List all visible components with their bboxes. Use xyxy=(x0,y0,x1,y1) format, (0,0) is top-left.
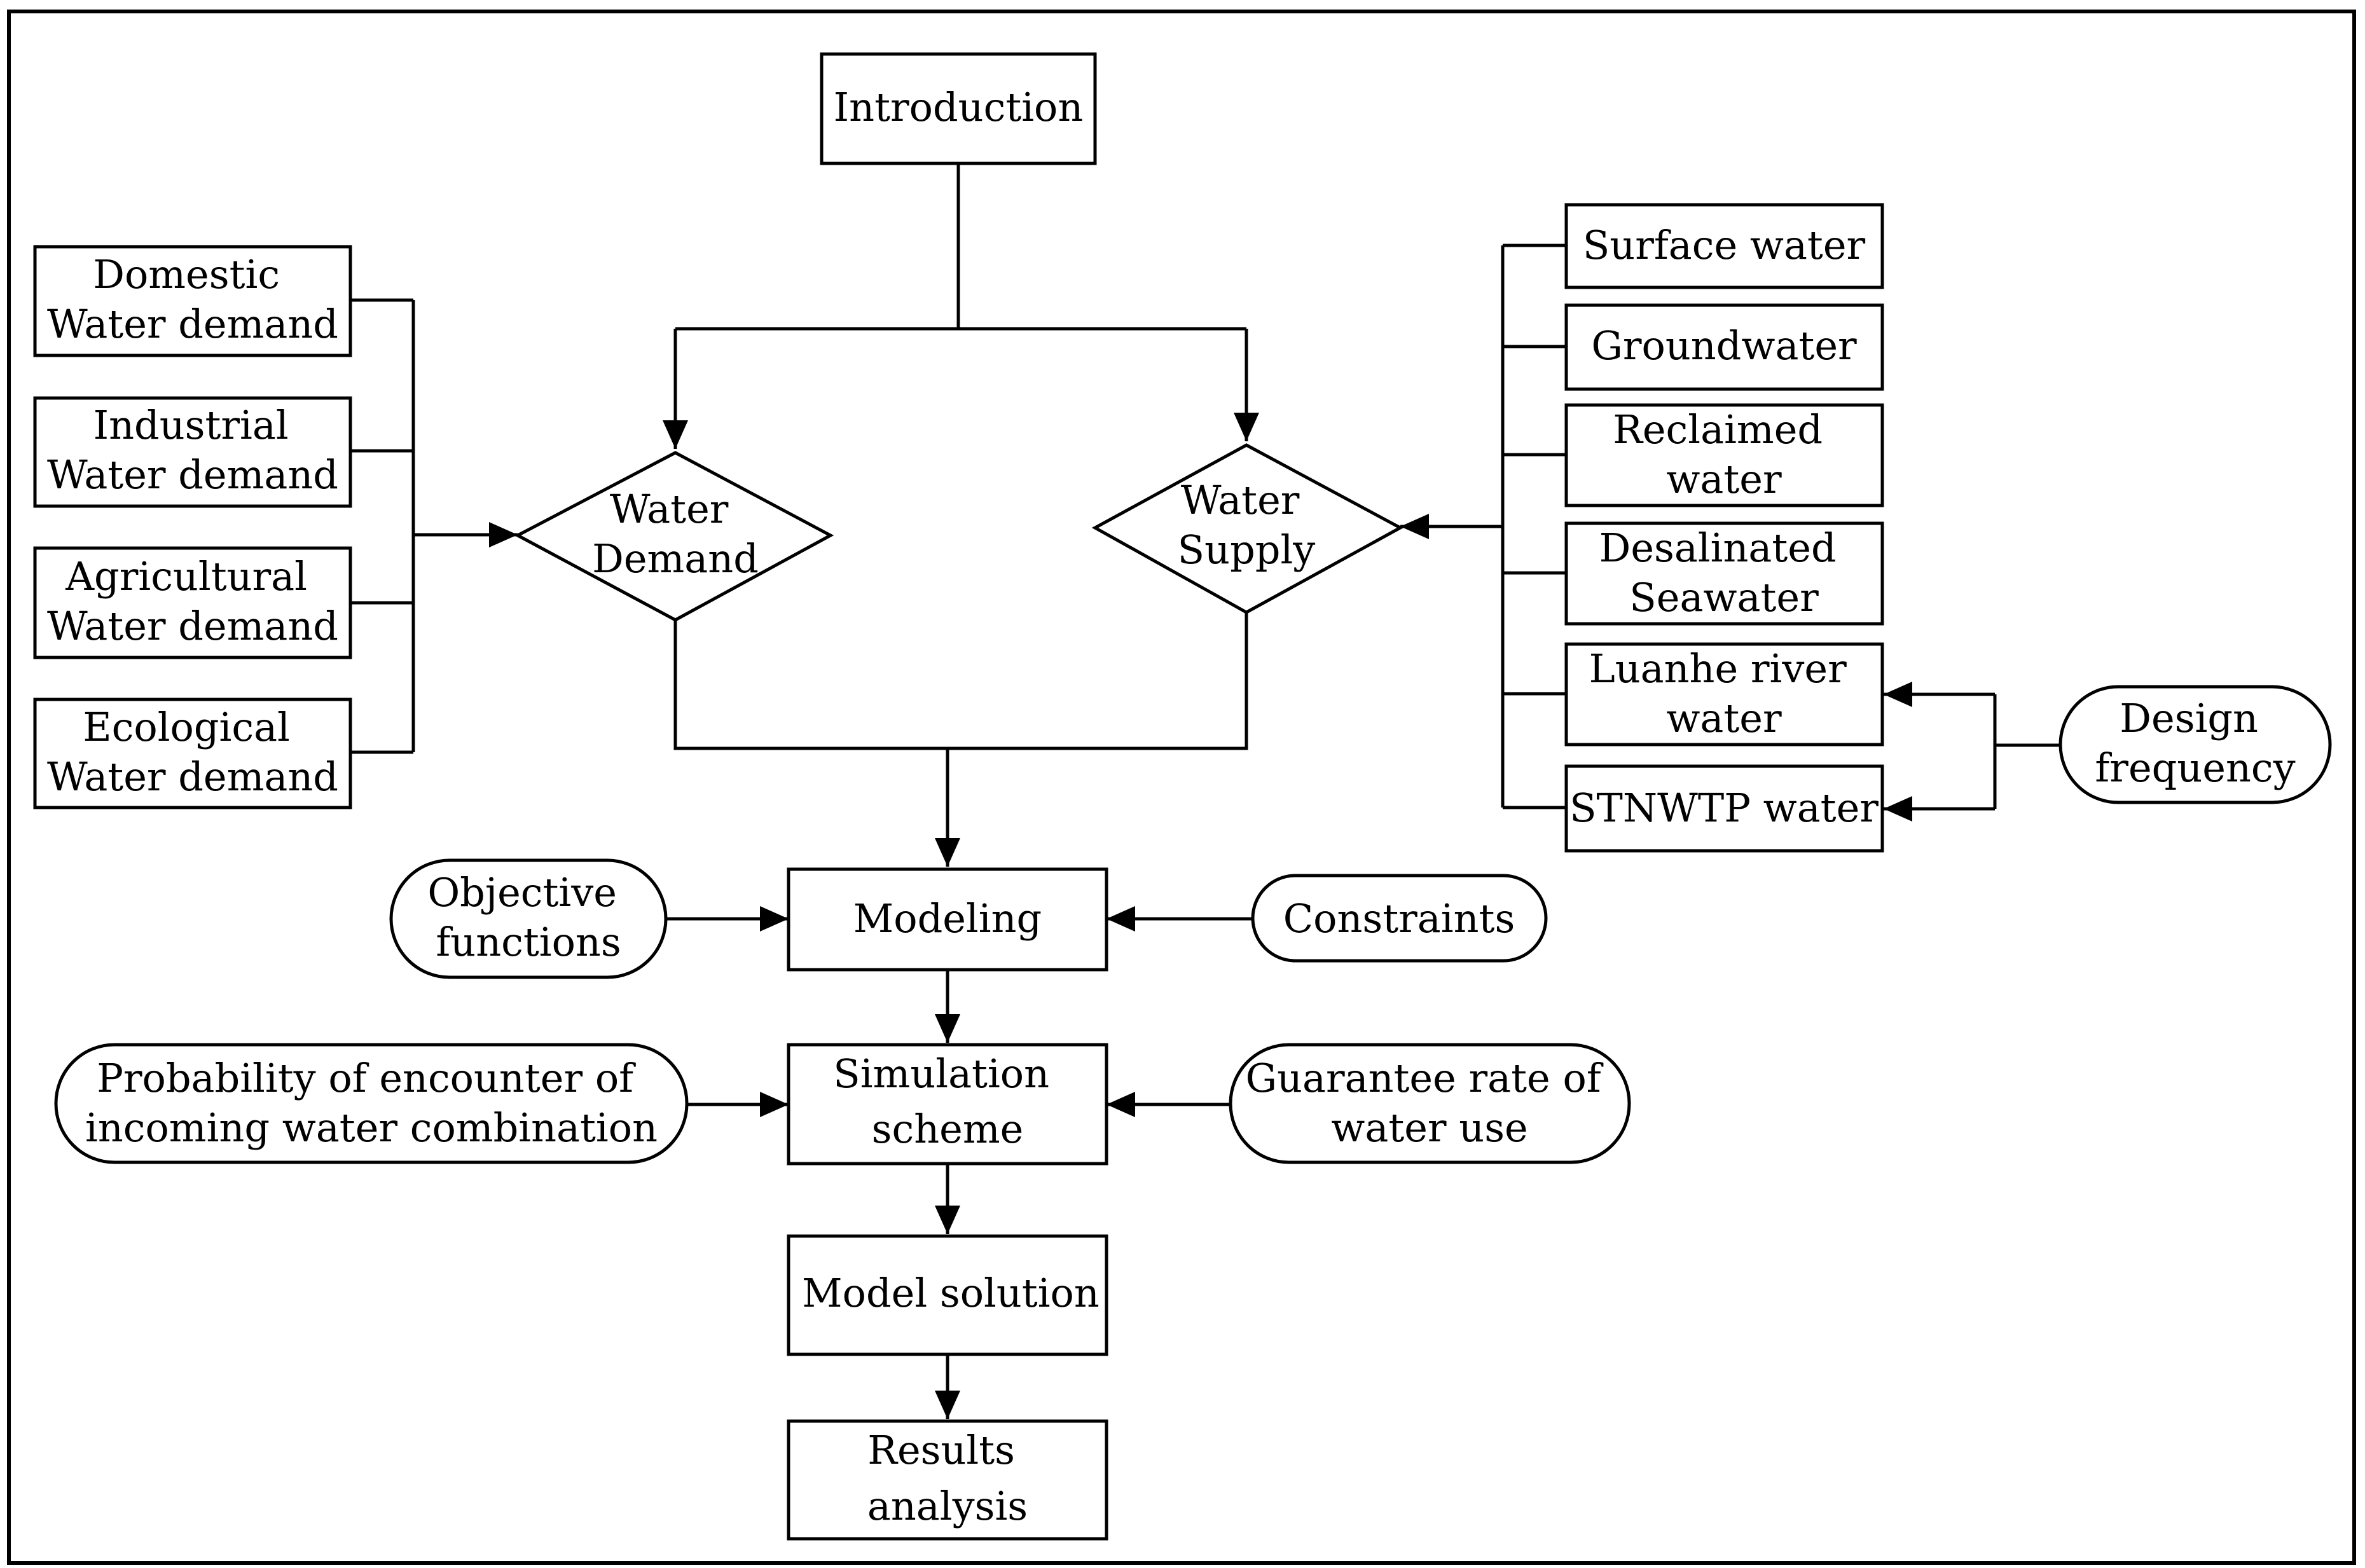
node-reclaimed-water-label: Reclaimed water xyxy=(1613,406,1835,502)
node-ecological-label: Ecological Water demand xyxy=(47,704,338,800)
node-design-frequency-label: Design frequency xyxy=(2095,695,2295,791)
connector-demand-bracket xyxy=(350,298,415,754)
node-surface-water: Surface water xyxy=(1564,203,1884,289)
node-probability-of-encounter-label: Probability of encounter of incoming wat… xyxy=(85,1055,658,1151)
node-guarantee-rate-label: Guarantee rate of water use xyxy=(1246,1055,1614,1151)
node-constraints: Constraints xyxy=(1251,874,1548,963)
node-probability-of-encounter: Probability of encounter of incoming wat… xyxy=(54,1043,689,1164)
node-design-frequency: Design frequency xyxy=(2058,685,2332,804)
connector-design-frequency xyxy=(1993,694,2060,809)
node-modeling: Modeling xyxy=(787,867,1108,972)
node-reclaimed-water: Reclaimed water xyxy=(1564,403,1884,507)
node-water-demand: Water Demand xyxy=(514,451,834,622)
node-desalinated-seawater-label: Desalinated Seawater xyxy=(1599,525,1849,621)
connector-supply-bracket xyxy=(1501,244,1566,809)
connector-introduction-split xyxy=(675,163,1246,331)
node-ecological-water-demand: Ecological Water demand xyxy=(33,698,352,809)
node-guarantee-rate: Guarantee rate of water use xyxy=(1229,1043,1631,1164)
node-constraints-label: Constraints xyxy=(1283,895,1515,942)
node-simulation-scheme-label: Simulation scheme xyxy=(833,1050,1062,1152)
node-water-demand-label: Water Demand xyxy=(592,486,759,582)
node-objective-functions-label: Objective functions xyxy=(427,869,629,965)
node-model-solution-label: Model solution xyxy=(802,1270,1100,1316)
node-luanhe-river-water: Luanhe river water xyxy=(1564,642,1884,746)
node-results-analysis-label: Results analysis xyxy=(867,1427,1028,1529)
node-stnwtp-water: STNWTP water xyxy=(1564,764,1884,853)
node-agricultural-water-demand: Agricultural Water demand xyxy=(33,546,352,659)
node-water-supply-label: Water Supply xyxy=(1178,477,1316,573)
node-groundwater-label: Groundwater xyxy=(1591,322,1857,369)
node-domestic-water-demand: Domestic Water demand xyxy=(33,245,352,357)
node-modeling-label: Modeling xyxy=(853,895,1042,942)
node-introduction: Introduction xyxy=(820,52,1097,165)
diagram-frame xyxy=(7,10,2356,1565)
connector-demand-supply-merge xyxy=(673,612,1248,750)
node-groundwater: Groundwater xyxy=(1564,303,1884,391)
node-model-solution: Model solution xyxy=(787,1234,1108,1356)
node-stnwtp-water-label: STNWTP water xyxy=(1569,785,1879,831)
node-introduction-label: Introduction xyxy=(834,84,1084,130)
node-industrial-water-demand: Industrial Water demand xyxy=(33,396,352,508)
node-surface-water-label: Surface water xyxy=(1583,222,1866,268)
node-results-analysis: Results analysis xyxy=(787,1419,1108,1541)
node-simulation-scheme: Simulation scheme xyxy=(787,1043,1108,1166)
node-domestic-label: Domestic Water demand xyxy=(47,251,338,347)
node-luanhe-river-water-label: Luanhe river water xyxy=(1589,645,1859,741)
node-objective-functions: Objective functions xyxy=(389,858,668,979)
node-desalinated-seawater: Desalinated Seawater xyxy=(1564,521,1884,626)
node-industrial-label: Industrial Water demand xyxy=(47,402,338,498)
node-water-supply: Water Supply xyxy=(1091,443,1404,614)
node-agricultural-label: Agricultural Water demand xyxy=(47,553,338,649)
